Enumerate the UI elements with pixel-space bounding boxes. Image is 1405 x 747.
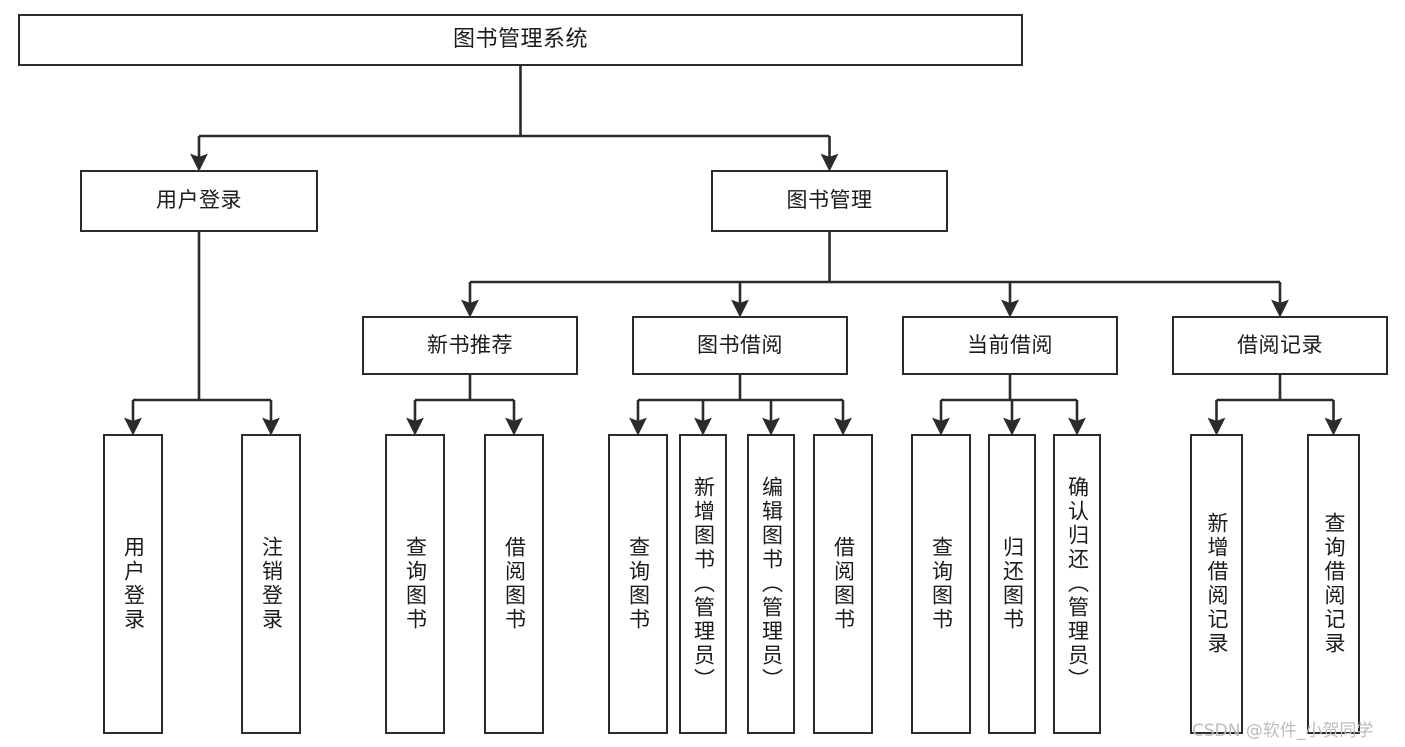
node-label-book_borrow: 图书借阅 (697, 332, 783, 357)
node-label-leaf_user_logout: 注销登录 (259, 536, 284, 632)
node-book_borrow[interactable]: 图书借阅 (632, 316, 848, 375)
node-label-leaf_add_book: 新增图书（管理员） (691, 476, 716, 692)
node-leaf_query_book_2[interactable]: 查询图书 (608, 434, 668, 734)
node-label-leaf_user_login: 用户登录 (121, 536, 146, 632)
csdn-watermark: CSDN @软件_小贺同学 (1192, 721, 1374, 741)
node-label-leaf_confirm_return: 确认归还（管理员） (1065, 476, 1090, 692)
node-leaf_borrow_book_1[interactable]: 借阅图书 (484, 434, 544, 734)
node-label-leaf_query_record: 查询借阅记录 (1322, 512, 1346, 656)
node-leaf_edit_book[interactable]: 编辑图书（管理员） (747, 434, 795, 734)
node-label-new_book_rec: 新书推荐 (427, 332, 513, 357)
node-label-leaf_return_book: 归还图书 (1000, 536, 1025, 632)
node-leaf_user_login[interactable]: 用户登录 (103, 434, 163, 734)
node-leaf_query_book_3[interactable]: 查询图书 (911, 434, 971, 734)
node-current_borrow[interactable]: 当前借阅 (902, 316, 1118, 375)
node-label-current_borrow: 当前借阅 (967, 332, 1053, 357)
node-label-leaf_edit_book: 编辑图书（管理员） (759, 476, 784, 692)
node-label-leaf_query_book_3: 查询图书 (929, 536, 954, 632)
node-leaf_confirm_return[interactable]: 确认归还（管理员） (1053, 434, 1101, 734)
node-borrow_record[interactable]: 借阅记录 (1172, 316, 1388, 375)
node-leaf_user_logout[interactable]: 注销登录 (241, 434, 301, 734)
node-label-book_mgmt: 图书管理 (786, 188, 873, 213)
node-label-leaf_borrow_book_2: 借阅图书 (831, 536, 856, 632)
node-root[interactable]: 图书管理系统 (18, 14, 1023, 66)
node-label-borrow_record: 借阅记录 (1237, 332, 1323, 357)
node-leaf_query_book_1[interactable]: 查询图书 (385, 434, 445, 734)
node-user_login[interactable]: 用户登录 (80, 170, 318, 232)
node-new_book_rec[interactable]: 新书推荐 (362, 316, 578, 375)
node-book_mgmt[interactable]: 图书管理 (711, 170, 948, 232)
node-label-leaf_query_book_1: 查询图书 (403, 536, 428, 632)
node-label-user_login: 用户登录 (156, 188, 242, 213)
node-leaf_borrow_book_2[interactable]: 借阅图书 (813, 434, 873, 734)
node-label-leaf_query_book_2: 查询图书 (626, 536, 651, 632)
node-label-leaf_borrow_book_1: 借阅图书 (502, 536, 527, 632)
node-leaf_add_book[interactable]: 新增图书（管理员） (679, 434, 727, 734)
node-leaf_add_record[interactable]: 新增借阅记录 (1190, 434, 1243, 734)
node-leaf_return_book[interactable]: 归还图书 (988, 434, 1036, 734)
node-label-leaf_add_record: 新增借阅记录 (1205, 512, 1229, 656)
node-leaf_query_record[interactable]: 查询借阅记录 (1307, 434, 1360, 734)
node-label-root: 图书管理系统 (452, 26, 588, 52)
